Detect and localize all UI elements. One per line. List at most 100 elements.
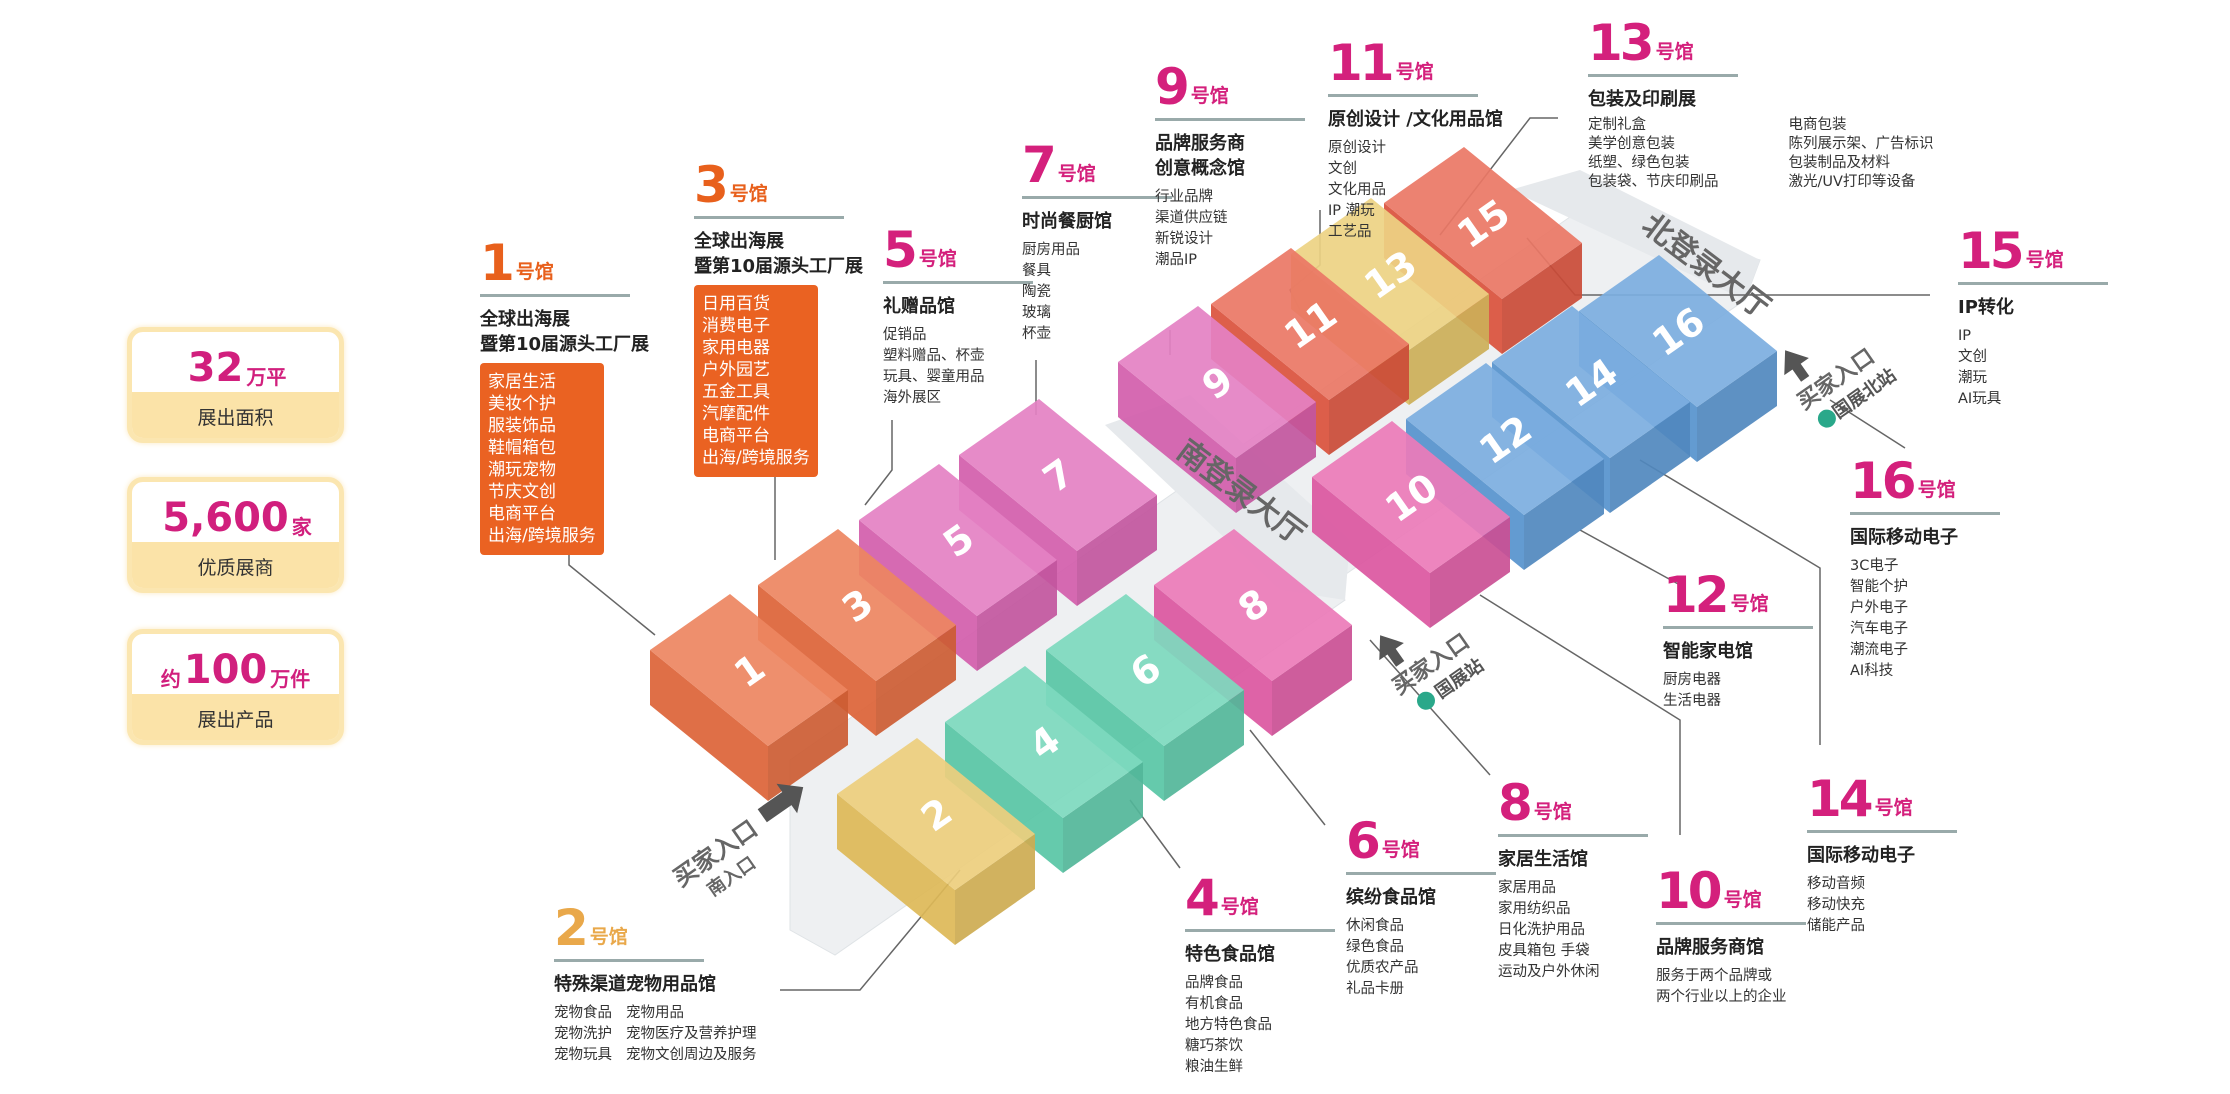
divider [1656,922,1806,925]
block-top-face [959,399,1157,551]
hall-suffix: 号馆 [2025,249,2064,271]
hall-item: 潮玩宠物 [488,460,556,480]
hall-item: 文创 [1958,349,1987,365]
hall-items: 定制礼盒美学创意包装纸塑、绿色包装包装袋、节庆印刷品电商包装陈列展示架、广告标识… [1588,116,1934,192]
hall-item: 休闲食品 [1346,918,1404,934]
hall-item: 宠物玩具 [554,1047,612,1063]
hall-number: 5 [883,221,918,279]
hall-title: IP转化 [1958,297,2014,318]
hall-title: 创意概念馆 [1155,158,1245,179]
hall-item: 3C电子 [1850,558,1899,574]
hall-suffix: 号馆 [1057,163,1096,185]
block-front-face [1236,402,1316,513]
arrow-icon [757,783,804,823]
hall-item: 家用纺织品 [1498,901,1571,917]
block-side-face [1118,362,1236,513]
hall-title: 特殊渠道宠物用品馆 [554,974,716,995]
hall-item: 户外园艺 [702,360,770,380]
hall-item: 电商平台 [702,426,770,446]
divider [1498,834,1648,837]
stat-label: 优质展商 [132,542,339,588]
block-top-face [1291,198,1489,350]
block-front-face [876,625,956,736]
hall-items: 品牌食品有机食品地方特色食品糖巧茶饮粮油生鲜 [1185,973,1335,1078]
block-top-face [650,594,848,746]
block-top-face [1406,363,1604,515]
hall-item: IP 潮玩 [1328,203,1375,219]
stat-unit: 万件 [270,667,311,691]
hall-title: 时尚餐厨馆 [1022,211,1112,232]
hall-item: 工艺品 [1328,224,1372,240]
block-front-face [1409,294,1489,405]
hall-number: 6 [1346,812,1381,870]
divider [554,959,704,962]
block-top-face [1579,255,1777,407]
divider [1022,196,1172,199]
hall-item: 粮油生鲜 [1185,1059,1243,1075]
hall-item: AI科技 [1850,663,1894,679]
hall-item: 新锐设计 [1155,231,1213,247]
block-front-face [1430,517,1510,628]
hall-block-10[interactable]: 10 [1312,421,1510,628]
hall-title: 特色食品馆 [1185,944,1275,965]
block-top-face [758,529,956,681]
hall-block-9[interactable]: 9 [1118,306,1316,513]
hall-item: 宠物文创周边及服务 [626,1047,757,1063]
hall-item: 潮流电子 [1850,642,1908,658]
hall-item: AI玩具 [1958,391,2002,407]
hall-title: 品牌服务商 [1155,133,1245,154]
hall-block-2[interactable]: 2 [837,738,1035,945]
hall-item: 智能个护 [1850,579,1908,595]
hall-title: 包装及印刷展 [1588,89,1696,110]
hall-block-8[interactable]: 8 [1154,529,1352,736]
hall-number: 8 [1498,774,1533,832]
hall-item: 家用电器 [702,338,770,358]
hall-item: 潮品IP [1155,252,1198,268]
divider [883,281,1033,284]
hall-item: 文化用品 [1328,182,1386,198]
divider [1958,282,2108,285]
hall-title: 缤纷食品馆 [1346,887,1436,908]
hall-items: 服务于两个品牌或两个行业以上的企业 [1656,966,1806,1008]
hall-title: 暨第10届源头工厂展 [694,256,864,277]
divider [1663,626,1813,629]
hall-item: 美学创意包装 [1588,136,1675,152]
hall-item: 品牌食品 [1185,975,1243,991]
hall-number: 13 [1588,14,1655,72]
metro-icon [1416,691,1435,710]
hall-items: 家居用品家用纺织品日化洗护用品皮具箱包 手袋运动及户外休闲 [1498,878,1648,983]
hall-suffix: 号馆 [1220,896,1259,918]
block-top-face [945,666,1143,818]
hall-title: 品牌服务商馆 [1656,937,1764,958]
hall-block-6[interactable]: 6 [1046,594,1244,801]
hall-suffix: 号馆 [729,183,768,205]
hall-item: 消费电子 [702,316,770,336]
hall-items: 日用百货消费电子家用电器户外园艺五金工具汽摩配件电商平台出海/跨境服务 [694,285,818,477]
hall-number: 14 [1807,770,1874,828]
hall-suffix: 号馆 [1917,479,1956,501]
hall-items: 促销品塑料赠品、杯壶玩具、婴童用品海外展区 [883,325,1033,409]
hall-suffix: 号馆 [1190,85,1229,107]
block-front-face [1697,351,1777,462]
hall-block-1[interactable]: 1 [650,594,848,801]
hall-item: 五金工具 [702,382,770,402]
hall-number: 1 [480,234,515,292]
hall-items: 厨房电器生活电器 [1663,670,1813,712]
arrow-up-icon [1379,635,1405,667]
